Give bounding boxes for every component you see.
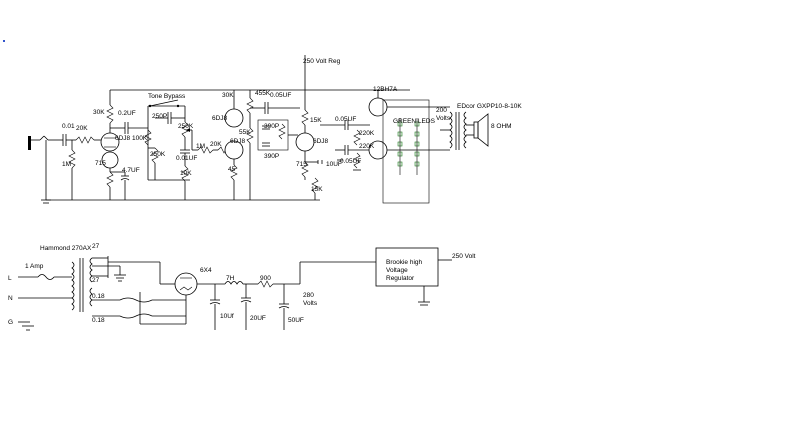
label-power-tx: Hammond 270AX <box>40 245 92 252</box>
label-r-715-b: 715 <box>296 161 307 168</box>
label-r-1m-b: 1M <box>196 143 205 150</box>
label-v3: 6DJ8 <box>313 138 329 145</box>
label-c-005uf-c: 0.05UF <box>340 158 361 165</box>
label-choke: 7H <box>226 275 235 282</box>
label-speaker: 8 OHM <box>491 123 512 130</box>
label-v4: 12BH7A <box>373 86 398 93</box>
label-tap-018b: 0.18 <box>92 317 105 324</box>
stray-mark <box>3 40 5 42</box>
label-leds: GREEN LEDS <box>393 118 436 125</box>
label-r-45: 45 <box>228 166 236 173</box>
label-v2-top: 6DJ8 <box>212 115 228 122</box>
green-led-string <box>397 118 420 175</box>
signal-chain <box>28 55 489 204</box>
label-r-455k: 455K <box>255 90 271 97</box>
label-rect: 6X4 <box>200 267 212 274</box>
label-c-390p-b: 390P <box>264 153 279 160</box>
fuse-icon <box>37 274 55 280</box>
label-r-20k-b: 20K <box>210 141 222 148</box>
label-volts-200b: Volts <box>436 115 451 122</box>
label-line-g: G <box>8 319 13 326</box>
label-c-47uf: 4.7UF <box>122 167 140 174</box>
label-tap-27b: 27 <box>92 277 100 284</box>
label-c-390p-a: 390P <box>264 123 279 130</box>
label-r-10k: 10K <box>180 170 192 177</box>
label-line-l: L <box>8 275 12 282</box>
label-c-20uf: 20UF <box>250 315 266 322</box>
label-r-30k-a: 30K <box>93 109 105 116</box>
label-tap-27a: 27 <box>92 243 100 250</box>
label-r-20k-a: 20K <box>76 125 88 132</box>
label-r-100k: 100K <box>132 135 148 142</box>
labels: 250 Volt Reg Tone Bypass 0.01 1M 20K 30K… <box>8 58 522 326</box>
label-r-900: 900 <box>260 275 271 282</box>
label-r-250k-a: 250K <box>178 123 194 130</box>
label-c-001uf: 0.01UF <box>176 155 197 162</box>
power-transformer-icon <box>71 257 93 312</box>
label-r-715-a: 715 <box>95 160 106 167</box>
label-volts-200: 200 <box>436 107 447 114</box>
tube-v2a-icon <box>224 108 244 128</box>
label-r-220k-b: 220K <box>359 143 375 150</box>
label-c-50uf: 50UF <box>288 317 304 324</box>
label-c-10uf: 10Uf <box>220 313 234 320</box>
label-c-250p: 250P <box>152 113 167 120</box>
label-c-02uf: 0.2UF <box>118 110 136 117</box>
label-v-250: 250 Volt <box>452 253 476 260</box>
label-transformer: EDcor GXPP10-8-10K <box>457 103 522 110</box>
label-c-10uf-a: 10UF <box>326 161 342 168</box>
tube-v4a-icon <box>368 97 388 117</box>
label-tap-018a: 0.18 <box>92 293 105 300</box>
label-v2-bot: 6DJ8 <box>230 138 246 145</box>
label-tone-bypass: Tone Bypass <box>148 93 186 100</box>
label-fuse: 1 Amp <box>25 263 44 270</box>
label-r-15k-b: 15K <box>311 186 323 193</box>
label-r-250k-b: 250K <box>150 151 166 158</box>
label-c-005uf-a: 0.05UF <box>270 92 291 99</box>
label-v1: 6DJ8 <box>115 135 131 142</box>
label-c-001: 0.01 <box>62 123 75 130</box>
label-v-280a: 280 <box>303 292 314 299</box>
label-reg-out: 250 Volt Reg <box>303 58 341 65</box>
label-r-55k: 55K <box>239 129 251 136</box>
input-jack-icon <box>28 135 49 150</box>
label-reg-box-2: Voltage <box>386 267 408 274</box>
power-supply <box>18 247 452 331</box>
label-v-280b: Volts <box>303 300 318 307</box>
rectifier-tube-icon <box>174 272 198 296</box>
label-r-220k-a: 220K <box>359 130 375 137</box>
label-r-1m-in: 1M <box>62 161 71 168</box>
label-r-30k-b: 30K <box>222 92 234 99</box>
label-reg-box-1: Brookie high <box>386 259 423 266</box>
speaker-icon <box>466 113 489 147</box>
regulator-box <box>375 247 439 287</box>
output-transformer-icon <box>440 111 467 150</box>
label-c-005uf-b: 0.05UF <box>335 116 356 123</box>
label-reg-box-3: Regulator <box>386 275 415 282</box>
label-r-15k: 15K <box>310 117 322 124</box>
choke-icon <box>224 281 244 285</box>
tube-v3-icon <box>295 132 315 152</box>
label-line-n: N <box>8 295 13 302</box>
